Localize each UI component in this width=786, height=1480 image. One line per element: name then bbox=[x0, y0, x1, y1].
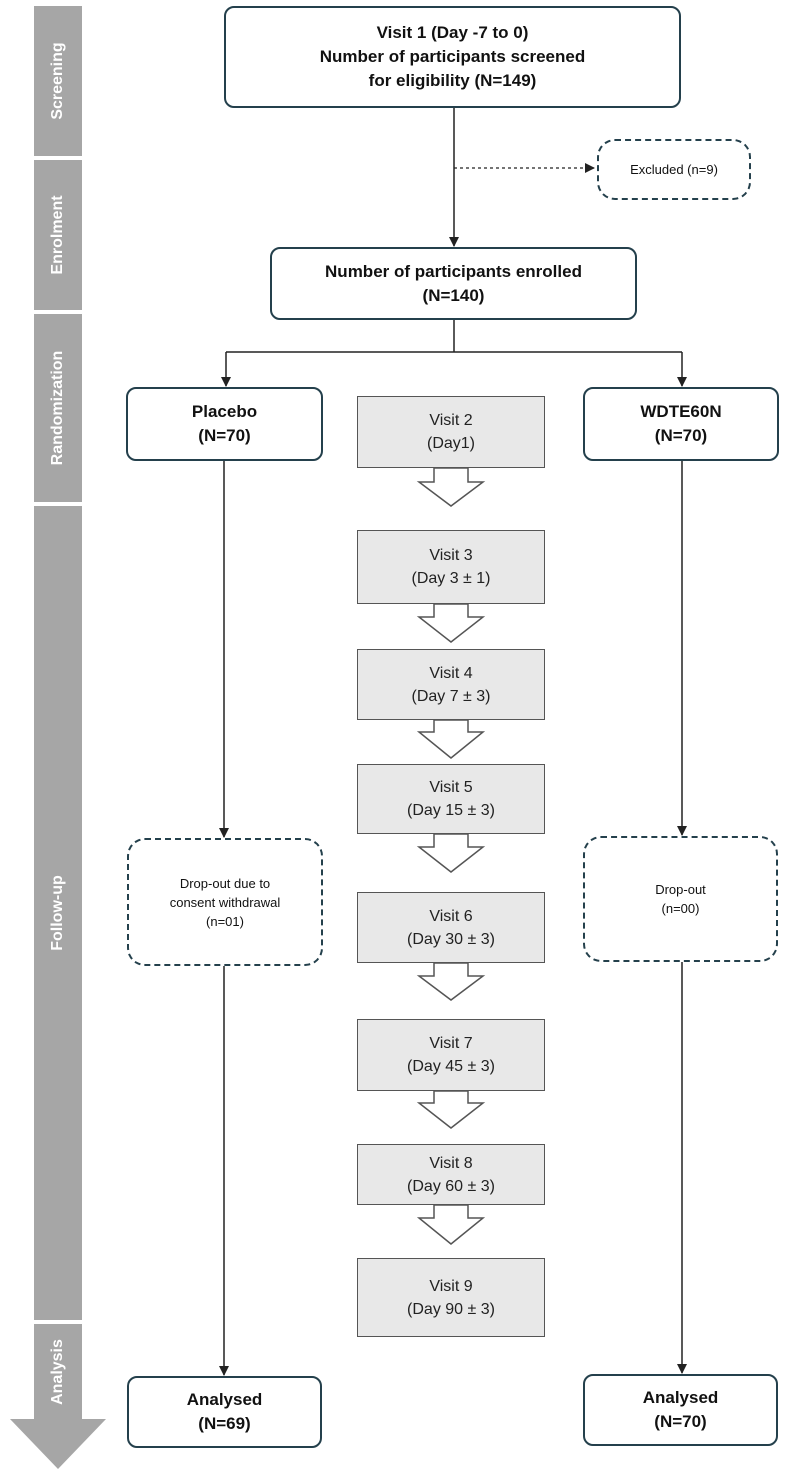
placebo-dropout-line1: Drop-out due to bbox=[179, 875, 271, 891]
visit-title: Visit 8 bbox=[429, 1154, 473, 1172]
screening-line1: Visit 1 (Day -7 to 0) bbox=[376, 23, 529, 42]
visit-day: (Day 60 ± 3) bbox=[407, 1177, 495, 1195]
visit-box-4: Visit 4 (Day 7 ± 3) bbox=[357, 649, 545, 720]
treatment-name: WDTE60N bbox=[640, 402, 722, 421]
treatment-dropout-line1: Drop-out bbox=[655, 882, 706, 897]
visit-title: Visit 9 bbox=[429, 1277, 473, 1295]
enrolled-line2: (N=140) bbox=[422, 285, 485, 305]
placebo-dropout-line3: (n=01) bbox=[206, 913, 244, 929]
visit-day: (Day 90 ± 3) bbox=[407, 1300, 495, 1318]
visit-arrow bbox=[416, 962, 486, 1001]
placebo-analysed-box: Analysed (N=69) bbox=[127, 1376, 322, 1448]
visit-title: Visit 3 bbox=[429, 547, 473, 564]
excluded-box: Excluded (n=9) bbox=[597, 139, 751, 200]
excluded-label: Excluded (n=9) bbox=[630, 162, 718, 177]
placebo-n: (N=70) bbox=[198, 426, 251, 445]
visit-box-8: Visit 8 (Day 60 ± 3) bbox=[357, 1144, 545, 1205]
visit-day: (Day 45 ± 3) bbox=[407, 1058, 495, 1075]
visit-title: Visit 6 bbox=[429, 907, 473, 925]
treatment-dropout-box: Drop-out (n=00) bbox=[583, 836, 778, 962]
visit-box-7: Visit 7 (Day 45 ± 3) bbox=[357, 1019, 545, 1091]
treatment-analysed-box: Analysed (N=70) bbox=[583, 1374, 778, 1446]
treatment-box: WDTE60N (N=70) bbox=[583, 387, 779, 461]
placebo-dropout-box: Drop-out due to consent withdrawal (n=01… bbox=[127, 838, 323, 966]
treatment-analysed-n: (N=70) bbox=[654, 1412, 707, 1431]
phase-screening: Screening bbox=[34, 6, 82, 156]
visit-title: Visit 5 bbox=[429, 779, 473, 796]
placebo-name: Placebo bbox=[191, 402, 258, 421]
enrolled-box: Number of participants enrolled (N=140) bbox=[270, 247, 637, 320]
placebo-dropout-line2: consent withdrawal bbox=[169, 894, 281, 910]
visit-arrow bbox=[416, 1204, 486, 1245]
visit-day: (Day 7 ± 3) bbox=[411, 687, 491, 705]
visit-day: (Day1) bbox=[426, 435, 475, 452]
treatment-analysed-label: Analysed bbox=[642, 1388, 719, 1407]
phase-followup: Follow-up bbox=[34, 506, 82, 1320]
treatment-n: (N=70) bbox=[654, 426, 708, 445]
visit-title: Visit 2 bbox=[429, 412, 473, 429]
visit-day: (Day 3 ± 1) bbox=[411, 570, 491, 587]
phase-arrow-head bbox=[10, 1419, 106, 1469]
phase-enrolment: Enrolment bbox=[34, 160, 82, 310]
placebo-analysed-label: Analysed bbox=[186, 1390, 263, 1409]
treatment-dropout-line2: (n=00) bbox=[661, 901, 700, 916]
visit-title: Visit 4 bbox=[429, 664, 473, 682]
visit-box-2: Visit 2 (Day1) bbox=[357, 396, 545, 468]
visit-arrow bbox=[416, 467, 486, 507]
visit-box-6: Visit 6 (Day 30 ± 3) bbox=[357, 892, 545, 963]
screening-line3: for eligibility (N=149) bbox=[368, 71, 537, 90]
placebo-box: Placebo (N=70) bbox=[126, 387, 323, 461]
visit-arrow bbox=[416, 719, 486, 759]
placebo-analysed-n: (N=69) bbox=[198, 1414, 251, 1433]
enrolled-line1: Number of participants enrolled bbox=[325, 261, 582, 281]
phase-randomization: Randomization bbox=[34, 314, 82, 502]
visit-arrow bbox=[416, 1090, 486, 1129]
visit-arrow bbox=[416, 833, 486, 873]
visit-box-3: Visit 3 (Day 3 ± 1) bbox=[357, 530, 545, 604]
visit-arrows bbox=[416, 467, 486, 1245]
visit-day: (Day 30 ± 3) bbox=[407, 930, 495, 948]
screening-box: Visit 1 (Day -7 to 0) Number of particip… bbox=[224, 6, 681, 108]
visit-day: (Day 15 ± 3) bbox=[407, 802, 495, 819]
screening-line2: Number of participants screened bbox=[319, 47, 586, 66]
visit-arrow bbox=[416, 603, 486, 643]
phase-analysis: Analysis bbox=[34, 1324, 82, 1420]
visit-box-9: Visit 9 (Day 90 ± 3) bbox=[357, 1258, 545, 1337]
visit-title: Visit 7 bbox=[429, 1035, 473, 1052]
visit-box-5: Visit 5 (Day 15 ± 3) bbox=[357, 764, 545, 834]
